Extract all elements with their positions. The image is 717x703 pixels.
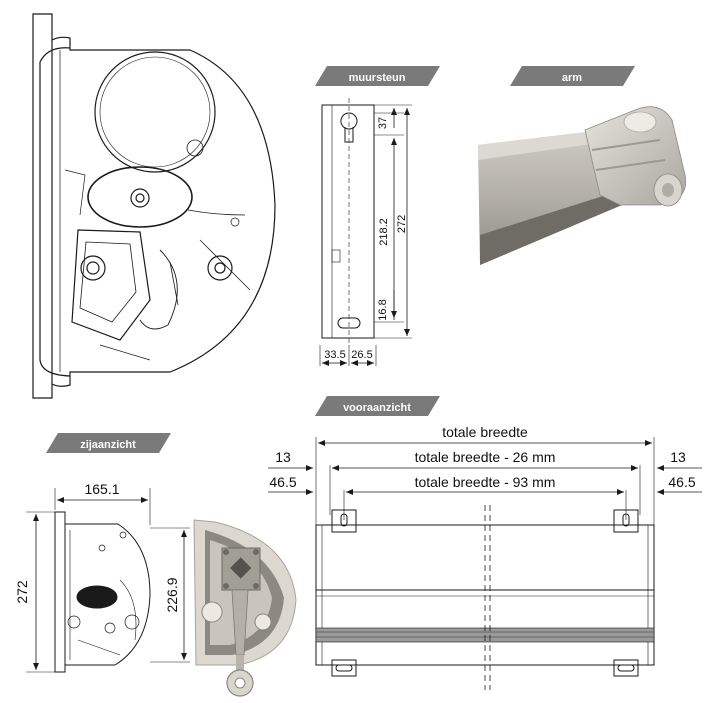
dim-right-46-5: 46.5 xyxy=(668,474,695,490)
arm-bracket xyxy=(71,229,151,341)
muursteun-dim-width-left: 33.5 xyxy=(324,349,345,361)
side-wall-plate xyxy=(54,511,66,673)
bracket-right-bottom xyxy=(613,659,639,677)
arm-label: arm xyxy=(562,72,582,84)
wall-bracket-outline xyxy=(321,104,375,339)
cassette-section-drawing xyxy=(32,13,276,399)
keyhole-slot xyxy=(340,112,358,143)
muursteun-dim-total: 272 xyxy=(396,215,408,233)
bracket-right-top xyxy=(613,509,639,533)
zijaanzicht-dim-width: 165.1 xyxy=(84,481,119,497)
dim-right-13: 13 xyxy=(670,449,686,465)
bracket-left-top xyxy=(331,509,357,533)
zijaanzicht-dim-height: 272 xyxy=(14,580,30,604)
vooraanzicht-tag: vooraanzicht xyxy=(315,396,440,416)
arm-tag: arm xyxy=(510,66,635,86)
side-highlight-ellipse xyxy=(76,585,118,609)
roller-tube xyxy=(94,51,216,173)
end-cap-photo xyxy=(193,519,297,697)
muursteun-dim-middle: 218.2 xyxy=(378,218,390,246)
muursteun-dim-top: 37 xyxy=(377,117,389,129)
muursteun-drawing xyxy=(319,98,412,366)
muursteun-dim-bottom: 16.8 xyxy=(377,299,389,320)
muursteun-label: muursteun xyxy=(349,72,406,84)
arm-photo xyxy=(478,106,687,265)
cassette-outline xyxy=(51,36,276,387)
dim-total-minus-93: totale breedte - 93 mm xyxy=(415,474,556,490)
zijaanzicht-tag: zijaanzicht xyxy=(46,433,171,453)
muursteun-tag: muursteun xyxy=(315,66,440,86)
dim-left-13: 13 xyxy=(275,449,291,465)
bottom-slot xyxy=(337,317,361,329)
zijaanzicht-dim-inner-height: 226.9 xyxy=(164,577,180,612)
vooraanzicht-front-drawing xyxy=(315,505,655,690)
bracket-left-bottom xyxy=(331,659,357,677)
muursteun-dim-width-right: 26.5 xyxy=(351,349,372,361)
vooraanzicht-label: vooraanzicht xyxy=(343,402,411,414)
dim-total-minus-26: totale breedte - 26 mm xyxy=(415,449,556,465)
zijaanzicht-drawing xyxy=(26,488,190,673)
dim-left-46-5: 46.5 xyxy=(269,474,296,490)
highlight-ellipse xyxy=(87,166,193,228)
vooraanzicht-dimension-lines xyxy=(268,437,702,525)
side-cassette-outline xyxy=(65,523,151,666)
wall-plate xyxy=(32,13,53,399)
dim-total-width: totale breedte xyxy=(442,424,528,440)
zijaanzicht-label: zijaanzicht xyxy=(80,439,136,451)
